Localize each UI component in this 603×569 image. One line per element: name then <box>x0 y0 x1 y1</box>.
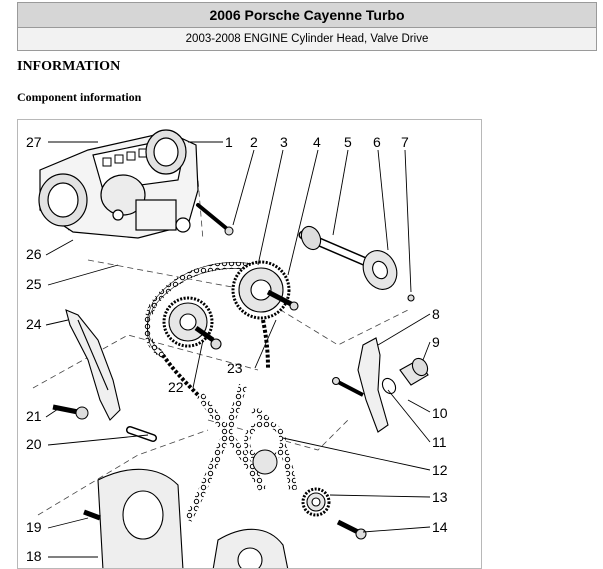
chain-tensioner-9 <box>381 357 429 395</box>
callout-20: 20 <box>26 436 42 452</box>
component-diagram: 27 1 2 3 4 5 6 7 26 25 24 8 9 23 22 10 2… <box>17 119 482 569</box>
callout-27: 27 <box>26 134 42 150</box>
intermediate-shaft-5-6 <box>298 225 415 302</box>
callout-2: 2 <box>250 134 258 150</box>
callout-4: 4 <box>313 134 321 150</box>
callout-5: 5 <box>344 134 352 150</box>
pin-20 <box>126 426 157 442</box>
document-header: 2006 Porsche Cayenne Turbo 2003-2008 ENG… <box>17 2 597 51</box>
valve-drive-exploded-view: 27 1 2 3 4 5 6 7 26 25 24 8 9 23 22 10 2… <box>26 129 448 568</box>
assembly-guide-lines <box>32 179 409 516</box>
callout-25: 25 <box>26 276 42 292</box>
chain-guide-24 <box>65 309 121 421</box>
callout-23: 23 <box>227 360 243 376</box>
camshaft-adjuster-housing <box>38 129 199 239</box>
callout-10: 10 <box>432 405 448 421</box>
callout-14: 14 <box>432 519 448 535</box>
callout-18: 18 <box>26 548 42 564</box>
sprocket-13 <box>301 487 331 517</box>
callout-leader-lines <box>45 141 431 558</box>
callout-numbers: 27 1 2 3 4 5 6 7 26 25 24 8 9 23 22 10 2… <box>26 134 448 564</box>
callout-19: 19 <box>26 519 42 535</box>
callout-9: 9 <box>432 334 440 350</box>
callout-22: 22 <box>168 379 184 395</box>
bolt-2 <box>196 203 234 236</box>
camshaft-adjuster-3 <box>231 260 299 320</box>
camshaft-adjuster-22 <box>162 296 222 350</box>
bolt-21 <box>52 404 89 420</box>
callout-21: 21 <box>26 408 42 424</box>
callout-3: 3 <box>280 134 288 150</box>
section-subheading: Component information <box>17 90 142 104</box>
callout-26: 26 <box>26 246 42 262</box>
lower-housing <box>83 468 289 568</box>
document-title: 2006 Porsche Cayenne Turbo <box>18 3 596 28</box>
callout-6: 6 <box>373 134 381 150</box>
section-heading: INFORMATION <box>17 59 121 74</box>
callout-8: 8 <box>432 306 440 322</box>
callout-11: 11 <box>432 434 447 450</box>
callout-7: 7 <box>401 134 409 150</box>
callout-12: 12 <box>432 462 448 478</box>
document-subtitle: 2003-2008 ENGINE Cylinder Head, Valve Dr… <box>18 28 596 50</box>
callout-24: 24 <box>26 316 42 332</box>
callout-13: 13 <box>432 489 448 505</box>
tensioner-rail-8 <box>331 337 389 433</box>
callout-1: 1 <box>225 134 233 150</box>
lower-timing-chains <box>184 383 297 522</box>
bolt-14 <box>336 519 367 540</box>
